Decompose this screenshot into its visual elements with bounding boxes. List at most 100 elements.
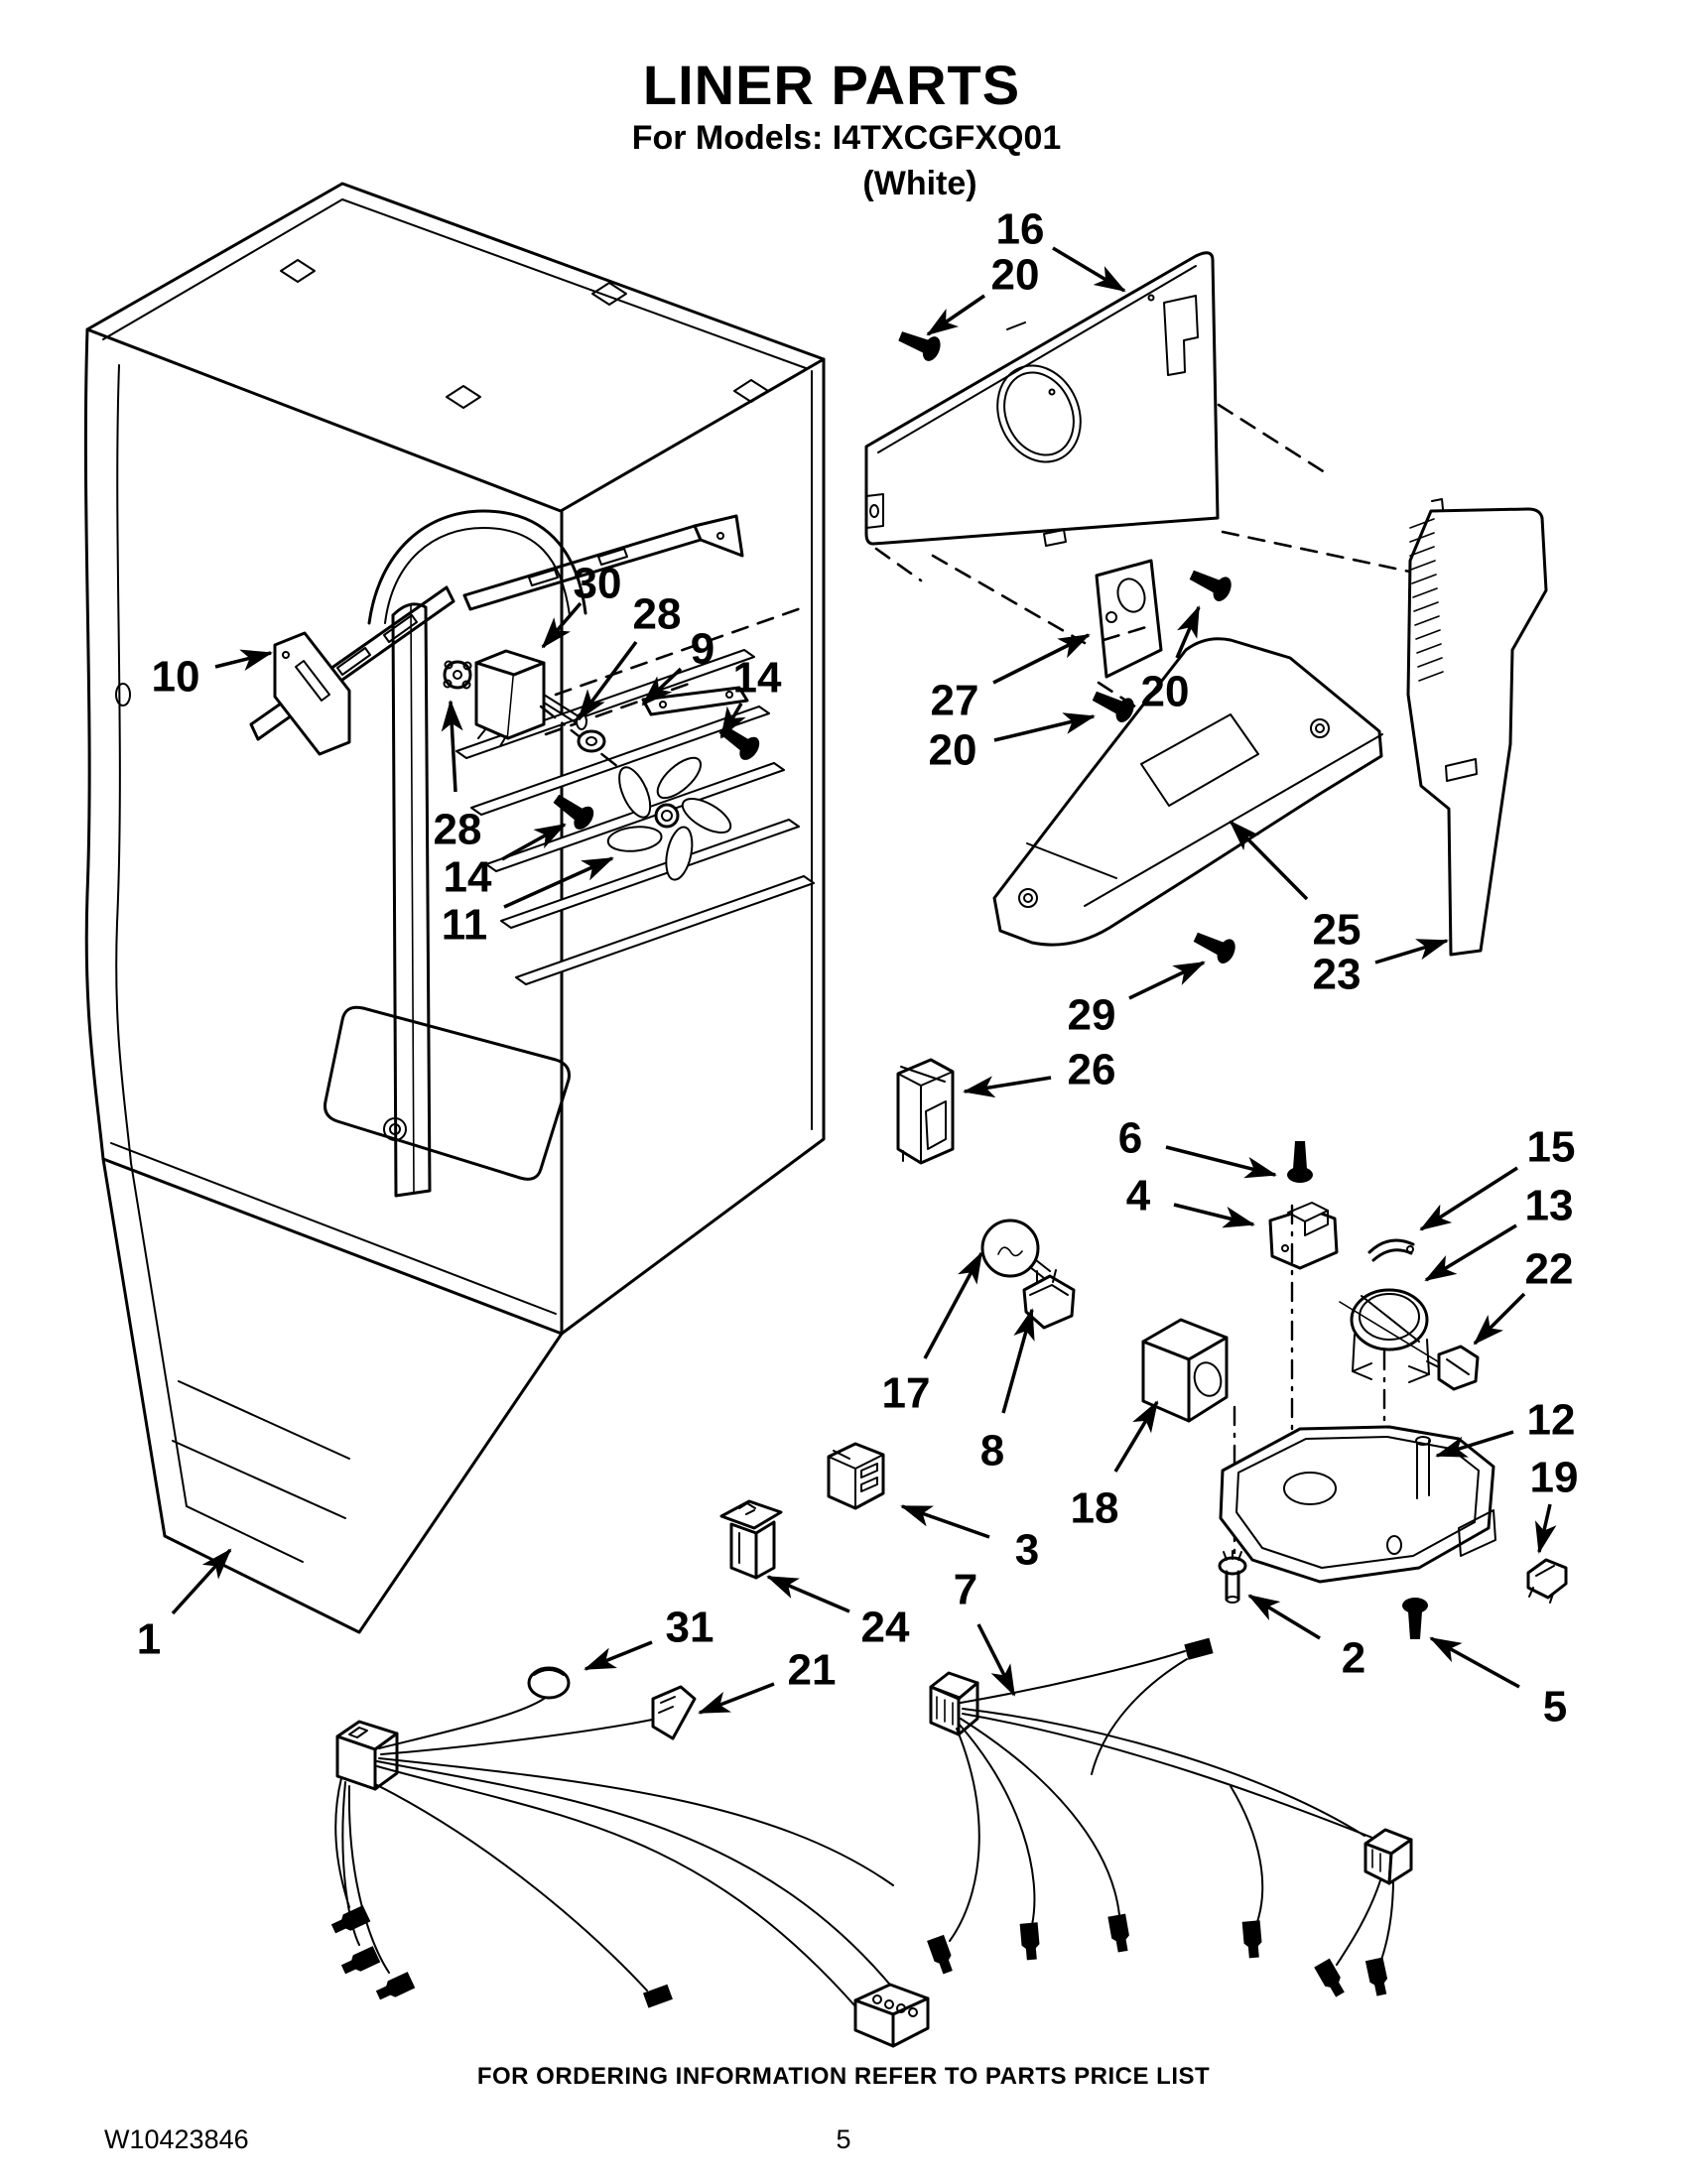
callout-label-11-9: 11 — [442, 901, 488, 950]
part-13-defrost-timer — [1350, 1288, 1430, 1383]
document-number: W10423846 — [104, 2124, 249, 2154]
callout-label-14-6: 14 — [733, 654, 782, 703]
wire-terminal — [642, 1984, 673, 2008]
part-20-screw — [1186, 563, 1235, 604]
callout-arrow-6-17 — [1165, 1145, 1277, 1179]
wire-terminal — [1314, 1958, 1349, 1999]
part-14-screw — [548, 788, 598, 834]
callout-arrow-27-10 — [992, 633, 1091, 685]
callout-label-20-11: 20 — [929, 726, 977, 775]
callout-label-1-34: 1 — [137, 1615, 161, 1664]
part-17-light-bulb — [980, 1219, 1052, 1283]
callout-arrow-26-16 — [963, 1076, 1052, 1098]
wire-terminal — [1019, 1922, 1041, 1961]
callout-arrow-14-8 — [501, 823, 567, 861]
timer-knob-axis — [1339, 1301, 1442, 1364]
callout-label-15-19: 15 — [1527, 1123, 1576, 1172]
callout-arrow-9-5 — [641, 667, 683, 707]
wire-terminal — [1241, 1920, 1263, 1959]
callout-label-13-20: 13 — [1525, 1182, 1574, 1230]
callout-arrow-5-33 — [1429, 1636, 1520, 1689]
models-line: For Models: I4TXCGFXQ01 — [632, 119, 1062, 157]
callout-arrow-20-12 — [1175, 605, 1201, 659]
part-30-motor — [474, 649, 587, 747]
diagram-line-art — [83, 182, 1568, 2048]
callout-arrow-11-9 — [503, 856, 614, 909]
callout-label-8-25: 8 — [980, 1427, 1004, 1476]
callout-arrow-23-14 — [1374, 939, 1449, 964]
wire-terminal — [374, 1972, 416, 2004]
part-24-switch — [719, 1499, 783, 1580]
callout-label-31-30: 31 — [666, 1604, 714, 1652]
callout-label-10-2: 10 — [152, 653, 200, 702]
page-number: 5 — [836, 2124, 850, 2154]
callout-arrow-4-18 — [1173, 1203, 1255, 1228]
callout-label-25-13: 25 — [1313, 906, 1362, 955]
part-15-clip — [1367, 1238, 1415, 1262]
callout-label-7-29: 7 — [954, 1566, 977, 1614]
callout-arrow-20-11 — [993, 712, 1096, 742]
callout-label-17-24: 17 — [882, 1369, 931, 1418]
callout-label-4-18: 4 — [1126, 1172, 1151, 1220]
page-title: LINER PARTS — [643, 54, 1020, 116]
wire-terminal — [1364, 1957, 1391, 1997]
callout-label-14-8: 14 — [444, 853, 492, 902]
callout-label-18-26: 18 — [1071, 1484, 1119, 1533]
assembly-guide-dashes — [874, 403, 1416, 738]
part-6-screw — [1287, 1141, 1313, 1183]
callout-label-30-3: 30 — [574, 560, 622, 608]
callout-arrow-22-21 — [1473, 1292, 1526, 1346]
callout-arrow-14-6 — [719, 703, 746, 739]
part-26-cover — [896, 1058, 955, 1165]
callout-label-26-16: 26 — [1068, 1046, 1116, 1094]
callout-label-29-15: 29 — [1068, 991, 1116, 1040]
callout-arrow-30-3 — [541, 601, 583, 649]
part-11-fan-blade — [606, 756, 732, 881]
part-19-clip — [1526, 1558, 1568, 1604]
part-8-lamp-socket — [1022, 1269, 1076, 1330]
part-2-sensor — [1218, 1550, 1247, 1604]
part-4-defrost-thermostat — [1268, 1202, 1339, 1270]
callouts-layer: 1620103028914281411272020252329266415132… — [137, 205, 1579, 1732]
part-16-back-panel — [864, 251, 1220, 547]
callout-label-16-0: 16 — [996, 205, 1045, 254]
callout-arrow-10-2 — [214, 649, 273, 671]
part-3-holder — [827, 1442, 885, 1510]
part-28-grommet — [443, 660, 472, 690]
part-28-washer — [577, 729, 606, 753]
callout-arrow-25-13 — [1229, 820, 1309, 901]
callout-label-19-23: 19 — [1530, 1454, 1579, 1502]
callout-arrow-19-23 — [1534, 1503, 1557, 1554]
callout-arrow-21-31 — [698, 1682, 775, 1715]
callout-arrow-1-34 — [171, 1548, 232, 1615]
callout-label-6-17: 6 — [1118, 1114, 1142, 1163]
callout-arrow-20-1 — [926, 294, 985, 336]
callout-arrow-18-26 — [1113, 1400, 1159, 1473]
wire-terminal — [1184, 1637, 1214, 1660]
callout-arrow-7-29 — [976, 1623, 1016, 1697]
callout-arrow-28-7 — [441, 700, 463, 793]
callout-arrow-29-15 — [1128, 961, 1206, 1000]
callout-arrow-13-20 — [1424, 1223, 1517, 1282]
wiring-harness-left — [334, 1666, 930, 2048]
wiring-harness-right — [929, 1650, 1413, 1966]
callout-label-20-1: 20 — [991, 251, 1040, 300]
part-29-screw — [1190, 925, 1239, 966]
callout-arrow-24-28 — [766, 1575, 850, 1613]
callout-label-12-22: 12 — [1527, 1396, 1576, 1445]
callout-arrow-3-27 — [900, 1504, 990, 1539]
callout-label-23-14: 23 — [1313, 951, 1362, 999]
wire-terminal — [1107, 1913, 1132, 1954]
callout-label-20-12: 20 — [1141, 668, 1190, 716]
callout-label-28-4: 28 — [633, 590, 682, 639]
callout-arrow-31-30 — [584, 1640, 653, 1671]
callout-label-3-27: 3 — [1015, 1526, 1039, 1575]
part-5-screw — [1402, 1598, 1428, 1639]
wire-terminal — [339, 1946, 381, 1979]
callout-label-24-28: 24 — [861, 1604, 910, 1652]
part-27-gasket — [1095, 559, 1163, 679]
callout-label-27-10: 27 — [931, 677, 979, 725]
part-25-air-deflector — [992, 637, 1383, 947]
